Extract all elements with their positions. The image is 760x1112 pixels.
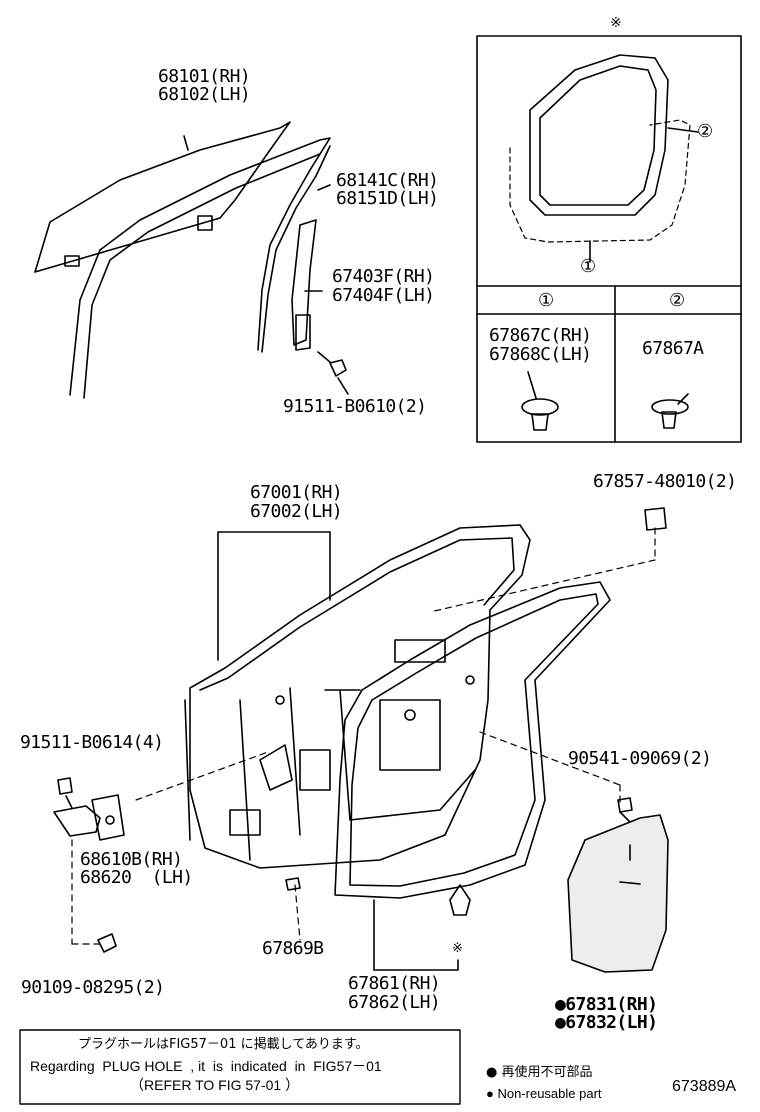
inset-clip-2-art <box>651 393 689 429</box>
door-panel-art <box>184 524 531 869</box>
inset-clip-1-art <box>521 371 559 431</box>
door-panel-callout-rh: 67001(RH) <box>250 482 343 503</box>
weatherstrip-clip-mark: ※ <box>452 941 463 956</box>
lower-clip-art <box>285 877 301 891</box>
weatherstrip-callout-lh: 67862(LH) <box>348 992 441 1013</box>
hinge-callout-rh: 68610B(RH) <box>80 849 183 870</box>
inset-weatherstrip-art <box>509 54 699 263</box>
service-hole-cover-art <box>567 814 669 973</box>
legend-jp: ● 再使用不可部品 <box>486 1065 593 1080</box>
inset-frame <box>476 35 742 443</box>
division-bar-art <box>291 219 349 395</box>
run-channel-callout-rh: 68141C(RH) <box>336 170 439 191</box>
door-glass-art <box>34 121 291 273</box>
upper-bolt-callout: 91511-B0610(2) <box>283 396 427 417</box>
lower-clip-callout: 67869B <box>262 938 324 959</box>
glass-callout-rh: 68101(RH) <box>158 66 251 87</box>
inset-clip-2: 67867A <box>642 338 704 359</box>
hinge-callout-lh: 68620 (LH) <box>80 867 193 888</box>
note-refer: （REFER TO FIG 57-01 ） <box>130 1077 300 1093</box>
dashed-leaders <box>71 527 656 945</box>
weatherstrip-callout-lines <box>373 899 459 971</box>
note-frame <box>19 1029 461 1105</box>
door-panel-callout-lh: 67002(LH) <box>250 501 343 522</box>
pin-callout: 90109-08295(2) <box>21 977 165 998</box>
clip-nut-callout: 90541-09069(2) <box>568 748 712 769</box>
cushion-callout: 67857-48010(2) <box>593 471 737 492</box>
run-channel-callout-lh: 68151D(LH) <box>336 188 439 209</box>
note-jp: プラグホールはFIG57－01 に掲載してあります。 <box>78 1037 369 1052</box>
inset-marker-2: ② <box>697 121 713 142</box>
hinge-bolt-callout: 91511-B0614(4) <box>20 732 164 753</box>
weatherstrip-callout-rh: 67861(RH) <box>348 973 441 994</box>
division-bar-callout-rh: 67403F(RH) <box>332 266 435 287</box>
figure-id: 673889A <box>672 1078 737 1095</box>
inset-mark: ※ <box>610 15 622 31</box>
inset-marker-1: ① <box>580 256 596 277</box>
inset-header-2: ② <box>669 290 685 311</box>
clip-nut-art <box>617 797 633 823</box>
service-cover-callout-rh: ●67831(RH) <box>555 994 658 1015</box>
division-bar-callout-lh: 67404F(LH) <box>332 285 435 306</box>
inset-header-1: ① <box>538 290 554 311</box>
inset-clip-1-rh: 67867C(RH) <box>489 325 592 346</box>
cushion-art <box>644 507 667 531</box>
service-cover-callout-lh: ●67832(LH) <box>555 1012 658 1033</box>
inset-clip-1-lh: 67868C(LH) <box>489 344 592 365</box>
run-channel-art <box>69 137 331 399</box>
door-weatherstrip-art <box>334 581 611 899</box>
pin-art <box>97 933 117 953</box>
weatherstrip-clip-art <box>449 884 471 916</box>
hinge-art <box>53 777 125 841</box>
legend-en: ● Non-reusable part <box>486 1086 602 1101</box>
note-en: Regarding PLUG HOLE , it is indicated in… <box>30 1058 382 1074</box>
glass-callout-lh: 68102(LH) <box>158 84 251 105</box>
door-panel-callout-lines <box>217 531 331 661</box>
